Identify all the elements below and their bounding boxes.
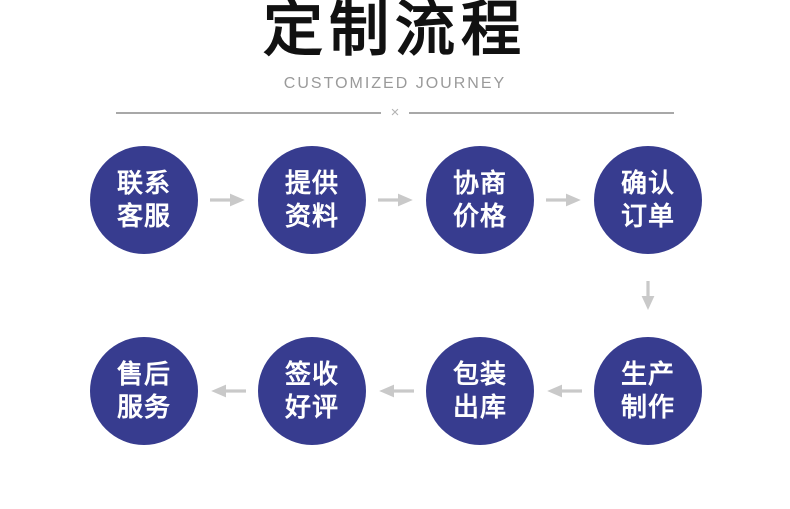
arrow-down-icon [640,281,656,311]
step-label-line: 联系 [116,168,171,198]
arrow-left-icon [534,337,594,445]
step-label-line: 订单 [620,201,675,231]
step-label-line: 出库 [452,392,507,422]
step-label-line: 协商 [452,168,507,198]
step-label-line: 好评 [284,392,339,422]
arrow-right-icon [534,146,594,254]
arrow-left-icon [366,337,426,445]
step-sign-review: 签收 好评 [258,337,366,445]
arrow-right-icon [366,146,426,254]
step-confirm-order: 确认 订单 [594,146,702,254]
step-label-line: 签收 [284,359,339,389]
step-label-line: 提供 [284,168,339,198]
step-pack-ship: 包装 出库 [426,337,534,445]
step-label-line: 资料 [284,201,339,231]
arrow-left-icon [198,337,258,445]
divider-line-left [116,112,381,114]
step-production: 生产 制作 [594,337,702,445]
step-label-line: 包装 [452,359,507,389]
step-label-line: 确认 [620,168,675,198]
arrow-right-icon [198,146,258,254]
flow-row-bottom: 售后 服务 签收 好评 包装 出库 [90,337,702,445]
step-provide-materials: 提供 资料 [258,146,366,254]
step-label-line: 制作 [620,392,675,422]
step-label-line: 价格 [452,201,507,231]
step-label-line: 客服 [116,201,171,231]
step-label-line: 售后 [116,359,171,389]
divider-x-mark: × [390,104,400,121]
divider: × [116,104,675,122]
step-contact-service: 联系 客服 [90,146,198,254]
step-label-line: 服务 [116,392,171,422]
step-after-sales: 售后 服务 [90,337,198,445]
step-negotiate-price: 协商 价格 [426,146,534,254]
page-title: 定制流程 [263,0,527,63]
divider-line-right [409,112,675,114]
flow-row-top: 联系 客服 提供 资料 协商 价格 [90,146,702,254]
page-subtitle: CUSTOMIZED JOURNEY [283,75,507,92]
step-label-line: 生产 [620,359,675,389]
